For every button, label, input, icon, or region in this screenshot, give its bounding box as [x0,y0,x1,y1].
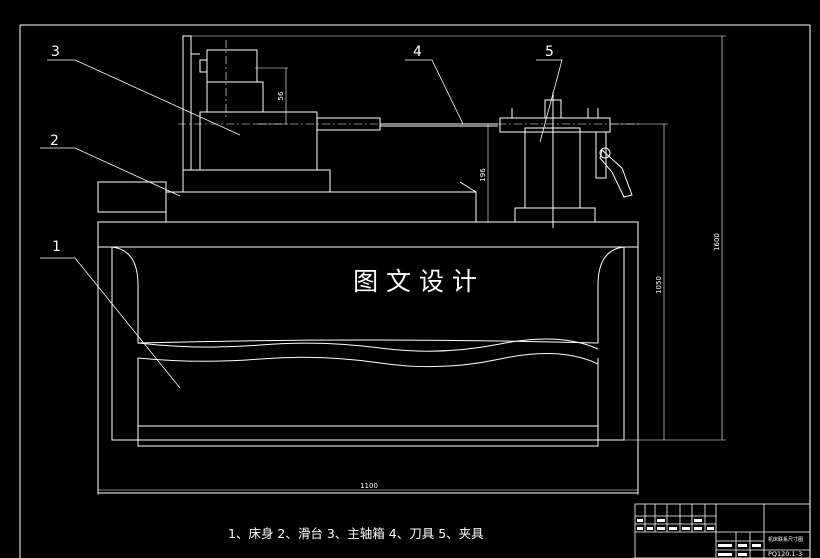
leader-lines [40,59,563,389]
machine-bed [97,221,639,494]
part-label-2: 2 [50,133,59,149]
sliding-table [97,169,477,222]
part-label-1: 1 [52,239,61,255]
dim-bed-length: 1100 [360,482,378,490]
dimension-lines [97,35,726,495]
title-block [634,503,811,558]
center-watermark: 图 文 设 计 [353,267,477,296]
dim-total-height: 1600 [713,233,721,251]
fixture [499,92,633,228]
dim-motor-offset: 56 [277,91,285,100]
drawing-title: 机床联系尺寸图 [768,536,803,543]
dim-bed-height: 1050 [655,276,663,294]
drawing-frame [19,24,811,558]
dim-spindle-height: 196 [479,168,487,182]
part-label-3: 3 [51,44,60,60]
parts-caption: 1、床身 2、滑台 3、主轴箱 4、刀具 5、夹具 [228,526,484,541]
spindle-box [182,35,381,171]
title-block-cells [637,519,761,556]
part-label-4: 4 [413,44,422,60]
drawing-number: PQ120.1-3 [768,550,802,558]
cutting-tool [380,123,498,127]
part-label-5: 5 [545,44,554,60]
